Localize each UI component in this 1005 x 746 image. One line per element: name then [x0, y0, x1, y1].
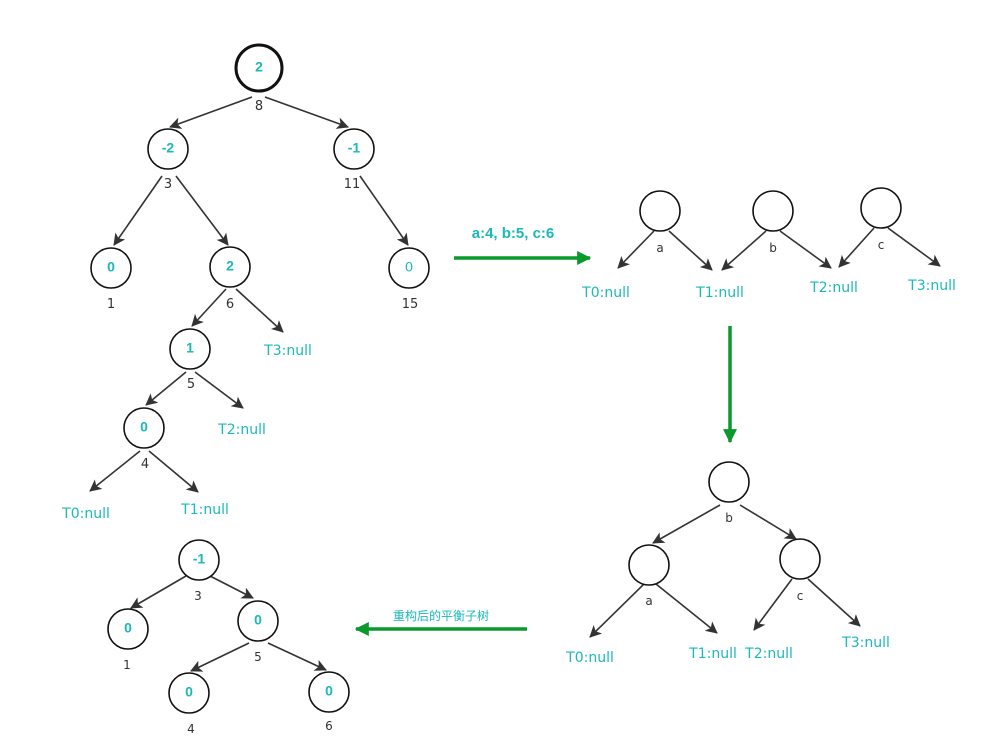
result-node-4: [168, 672, 210, 714]
edge-4-t1: [148, 450, 199, 493]
edge-5-4: [145, 371, 187, 406]
result-node-6: [308, 671, 350, 713]
edge-4-t0: [89, 450, 141, 492]
node-11-balance: -1: [348, 140, 361, 156]
split-node-b-label: b: [769, 241, 777, 255]
result-node-4-key: 4: [187, 722, 195, 736]
node-15: [388, 247, 430, 289]
edge-8-11: [264, 96, 349, 129]
rebuilt-node-a: [628, 544, 670, 586]
split-leaf-t3: T3:null: [907, 278, 956, 294]
step-arrow-split: a:4, b:5, c:6: [454, 225, 592, 265]
split-node-c-label: c: [878, 238, 885, 252]
result-node-3-balance: -1: [193, 551, 206, 567]
rebuilt-leaf-t0: T0:null: [565, 650, 614, 666]
result-node-1-key: 1: [123, 658, 131, 672]
edge-6-t3: [235, 288, 284, 333]
result-node-6-balance: 0: [325, 683, 333, 699]
split-node-c: [860, 187, 902, 229]
split-node-b: [752, 190, 794, 232]
edge-3-6: [175, 175, 229, 246]
node-3-key: 3: [164, 177, 172, 192]
split-node-a-label: a: [656, 241, 663, 255]
leaf-t3: T3:null: [263, 343, 312, 359]
edge-a-t0: [617, 230, 655, 269]
result-node-4-balance: 0: [185, 684, 193, 700]
node-4-balance: 0: [140, 419, 148, 435]
edge-a-t1-r: [655, 583, 718, 634]
rebuilt-subtree: b a c T0:null T1:null T2:null T3:null: [565, 461, 890, 666]
node-5-balance: 1: [186, 340, 194, 356]
node-8-key: 8: [255, 99, 263, 114]
node-4: [123, 407, 165, 449]
split-leaf-t0: T0:null: [581, 285, 630, 301]
edge-5-t2: [194, 371, 244, 409]
node-15-balance: 0: [405, 259, 413, 275]
node-1-balance: 0: [107, 259, 115, 275]
edge-b-t1: [721, 230, 767, 271]
edge-b-c: [739, 504, 797, 540]
edge-c-t2: [838, 227, 875, 268]
step-arrow-result: 重构后的平衡子树: [354, 608, 527, 636]
result-node-3-key: 3: [194, 589, 202, 603]
unbalanced-tree: 2 8 -2 3 -1 11 0 1 2 6 0 15 1 5 0 4 T3:n…: [61, 43, 430, 522]
result-node-5-key: 5: [254, 650, 262, 664]
edge-a-t1: [668, 230, 713, 271]
result-node-1-balance: 0: [124, 620, 132, 636]
edge-r5-r6: [267, 642, 327, 671]
leaf-t2: T2:null: [217, 422, 266, 438]
node-6-key: 6: [226, 297, 234, 312]
edge-c-t3: [887, 227, 941, 267]
node-15-key: 15: [402, 297, 419, 312]
result-label: 重构后的平衡子树: [393, 608, 489, 623]
edge-8-3: [169, 96, 253, 129]
node-3: [147, 128, 189, 170]
edge-b-t2: [779, 230, 832, 269]
edge-b-a: [652, 504, 721, 544]
result-node-5-balance: 0: [254, 612, 262, 628]
leaf-t1: T1:null: [180, 502, 229, 518]
node-5: [169, 328, 211, 370]
node-4-key: 4: [141, 457, 149, 472]
split-label: a:4, b:5, c:6: [472, 225, 555, 242]
rebuilt-node-b: [708, 461, 750, 503]
edge-c-t3-r: [807, 578, 861, 627]
leaf-t0: T0:null: [61, 506, 110, 522]
edge-11-15: [359, 175, 409, 246]
edge-r5-r4: [190, 642, 250, 672]
node-6: [209, 246, 251, 288]
result-node-6-key: 6: [325, 719, 333, 733]
rebuilt-node-a-label: a: [645, 594, 652, 608]
node-6-balance: 2: [226, 258, 234, 274]
node-11: [333, 128, 375, 170]
rebuilt-node-b-label: b: [725, 511, 733, 525]
edge-c-t2-r: [753, 578, 793, 631]
node-5-key: 5: [187, 377, 195, 392]
balanced-tree: -1 3 0 1 0 5 0 4 0 6: [107, 539, 350, 736]
split-node-a: [639, 190, 681, 232]
result-node-3: [178, 539, 220, 581]
split-leaf-t2: T2:null: [809, 280, 858, 296]
result-node-5: [237, 600, 279, 642]
node-1: [90, 247, 132, 289]
rebuilt-leaf-t2: T2:null: [744, 646, 793, 662]
rebuilt-node-c-label: c: [797, 589, 804, 603]
node-11-key: 11: [344, 177, 361, 192]
rebuilt-leaf-t1: T1:null: [688, 646, 737, 662]
node-8-balance: 2: [255, 59, 263, 75]
split-leaf-t1: T1:null: [695, 285, 744, 301]
edge-r3-r1: [130, 575, 187, 609]
rebuilt-leaf-t3: T3:null: [841, 635, 890, 651]
node-8: [234, 43, 284, 93]
edge-a-t0-r: [589, 583, 645, 638]
split-nodes: a b c T0:null T1:null T2:null T3:null: [581, 187, 956, 301]
result-node-1: [107, 608, 149, 650]
edge-3-1: [113, 175, 163, 246]
edge-r3-r5: [209, 575, 254, 599]
rebuilt-node-c: [779, 538, 821, 580]
edge-6-5: [191, 288, 227, 327]
node-1-key: 1: [107, 297, 115, 312]
node-3-balance: -2: [162, 140, 175, 156]
